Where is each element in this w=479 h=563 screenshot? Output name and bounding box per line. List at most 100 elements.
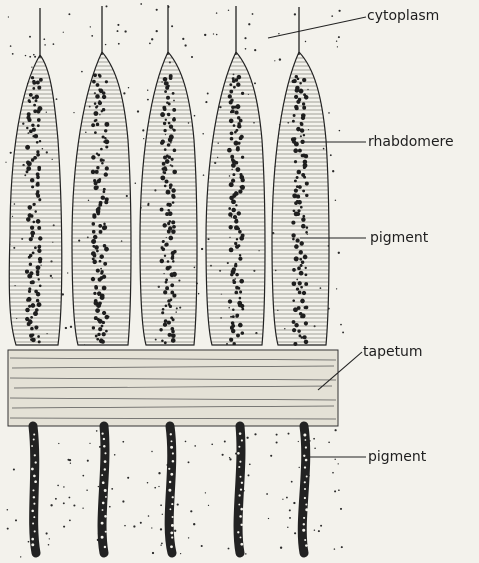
pigment-granule	[241, 308, 244, 311]
pigment-granule	[96, 166, 99, 169]
stipple-dot	[216, 12, 217, 13]
pigment-granule	[229, 90, 233, 94]
axon-highlight	[239, 432, 242, 435]
pigment-granule	[170, 299, 173, 302]
stipple-dot	[160, 528, 162, 530]
pigment-granule	[299, 89, 304, 94]
pigment-granule	[303, 176, 306, 179]
pigment-granule	[231, 179, 235, 183]
axon-highlight	[31, 543, 34, 546]
pigment-granule	[163, 122, 166, 125]
pigment-granule	[99, 254, 103, 258]
pigment-granule	[102, 95, 106, 99]
stipple-dot	[5, 162, 6, 163]
stipple-dot	[70, 326, 72, 328]
pigment-granule	[98, 319, 103, 324]
pigment-granule	[92, 245, 95, 248]
axon-highlight	[302, 529, 305, 532]
pigment-granule	[91, 170, 95, 174]
pigment-granule	[29, 263, 32, 266]
pigment-granule	[161, 247, 165, 251]
pigment-granule	[105, 315, 110, 320]
pigment-granule	[297, 329, 300, 332]
pigment-granule	[96, 152, 98, 154]
pigment-granule	[296, 287, 299, 290]
pigment-granule	[167, 230, 171, 234]
pigment-granule	[165, 212, 169, 216]
axon-highlight	[240, 543, 243, 546]
stipple-dot	[13, 468, 15, 470]
axon-highlight	[101, 522, 104, 525]
pigment-granule	[232, 173, 235, 176]
pigment-granule	[230, 248, 233, 251]
pigment-granule	[25, 270, 29, 274]
axon-highlight	[238, 446, 240, 448]
stipple-dot	[160, 504, 162, 506]
pigment-granule	[98, 75, 101, 78]
axon-highlight	[170, 433, 172, 435]
pigment-granule	[167, 143, 171, 147]
pigment-granule	[173, 274, 176, 277]
pigment-granule	[168, 122, 171, 125]
pigment-granule	[302, 106, 306, 110]
stipple-dot	[335, 200, 336, 201]
pigment-granule	[232, 315, 235, 318]
pigment-granule	[302, 102, 305, 105]
axon-highlight	[305, 504, 307, 506]
pigment-granule	[241, 331, 245, 335]
stipple-dot	[117, 24, 119, 26]
pigment-granule	[28, 205, 33, 210]
pigment-granule	[230, 326, 234, 330]
pigment-granule	[165, 119, 167, 121]
pigment-granule	[168, 236, 173, 241]
stipple-dot	[224, 441, 226, 443]
pigment-granule	[173, 129, 176, 132]
pigment-granule	[164, 185, 167, 188]
pigment-granule	[294, 160, 297, 163]
pigment-granule	[294, 201, 298, 205]
stipple-dot	[10, 152, 12, 154]
pigment-granule	[238, 287, 241, 290]
pigment-granule	[166, 96, 170, 100]
stipple-dot	[158, 486, 159, 487]
axon-highlight	[306, 476, 308, 478]
pigment-granule	[32, 251, 35, 254]
stipple-dot	[208, 505, 209, 506]
stipple-dot	[53, 43, 55, 45]
axon-highlight	[237, 531, 239, 533]
axon-highlight	[171, 440, 173, 442]
pigment-granule	[95, 106, 98, 109]
pigment-granule	[233, 124, 236, 127]
pigment-granule	[93, 292, 96, 295]
stipple-dot	[49, 538, 50, 539]
pigment-granule	[231, 163, 236, 168]
stipple-dot	[202, 133, 204, 135]
stipple-dot	[127, 477, 129, 479]
pigment-granule	[98, 203, 102, 207]
pigment-granule	[91, 277, 95, 281]
pigment-granule	[229, 119, 234, 124]
pigment-granule	[36, 219, 41, 224]
pigment-granule	[230, 137, 234, 141]
axon-highlight	[304, 466, 306, 468]
pigment-granule	[160, 175, 165, 180]
axon-highlight	[33, 439, 35, 441]
pigment-granule	[172, 118, 176, 122]
axon-highlight	[105, 531, 107, 533]
stipple-dot	[288, 433, 290, 435]
stipple-dot	[152, 552, 154, 554]
stipple-dot	[305, 41, 306, 42]
axon-highlight	[169, 508, 171, 510]
stipple-dot	[151, 527, 152, 528]
axon-highlight	[304, 488, 306, 490]
pigment-granule	[32, 221, 35, 224]
pigment-granule	[297, 170, 301, 174]
pigment-granule	[296, 176, 299, 179]
stipple-dot	[276, 441, 278, 443]
stipple-dot	[340, 508, 342, 510]
pigment-granule	[102, 286, 107, 291]
pigment-granule	[237, 211, 241, 215]
stipple-dot	[341, 546, 343, 548]
pigment-granule	[304, 321, 308, 325]
pigment-granule	[31, 158, 34, 161]
